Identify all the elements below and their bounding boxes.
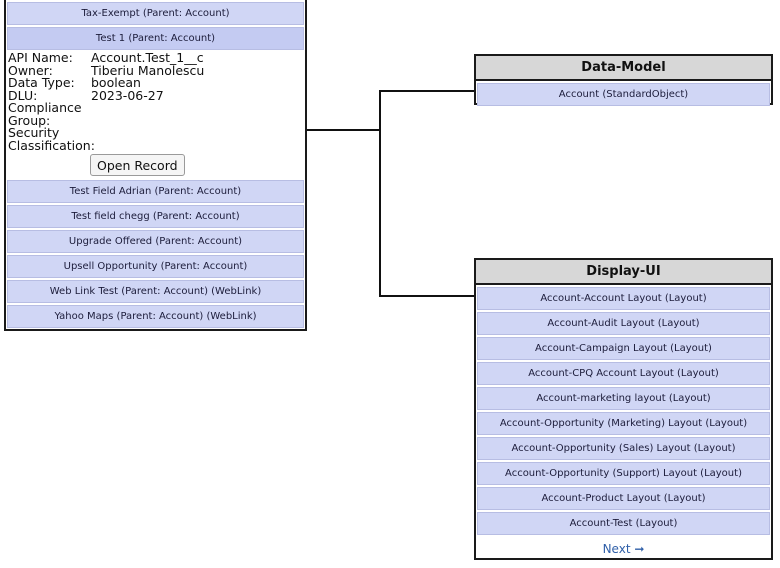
field-item-test-1[interactable]: Test 1 (Parent: Account) xyxy=(7,27,304,50)
data-model-panel: Data-Model Account (StandardObject) xyxy=(474,54,773,106)
detail-row-compliance: Compliance xyxy=(8,100,303,115)
detail-key: Data Type: xyxy=(8,75,75,90)
display-ui-title: Display-UI xyxy=(476,260,771,285)
detail-value xyxy=(91,115,303,128)
detail-value: 2023-06-27 xyxy=(91,87,164,103)
detail-key: Group: xyxy=(8,112,51,128)
detail-value: boolean xyxy=(91,75,141,90)
layout-item-account-campaign[interactable]: Account-Campaign Layout (Layout) xyxy=(477,337,770,360)
left-field-panel: Tax-Exempt (Parent: Account) Test 1 (Par… xyxy=(4,0,307,331)
layout-item-opportunity-marketing[interactable]: Account-Opportunity (Marketing) Layout (… xyxy=(477,412,770,435)
detail-key: Security xyxy=(8,125,60,140)
detail-row-classification: Classification: xyxy=(8,137,303,153)
detail-row-group: Group: xyxy=(8,112,303,128)
data-model-title: Data-Model xyxy=(476,56,771,81)
layout-item-account-cpq[interactable]: Account-CPQ Account Layout (Layout) xyxy=(477,362,770,385)
detail-key: Owner: xyxy=(8,62,53,78)
detail-key: DLU: xyxy=(8,87,38,103)
detail-row-security: Security xyxy=(8,125,303,140)
detail-value xyxy=(91,102,303,115)
field-item-tax-exempt[interactable]: Tax-Exempt (Parent: Account) xyxy=(7,2,304,25)
detail-row-api-name: API Name: Account.Test_1__c xyxy=(8,50,303,65)
detail-row-data-type: Data Type: boolean xyxy=(8,75,303,90)
detail-key: Classification: xyxy=(8,137,95,153)
detail-row-owner: Owner: Tiberiu Manolescu xyxy=(8,62,303,78)
layout-item-account-marketing[interactable]: Account-marketing layout (Layout) xyxy=(477,387,770,410)
connector-to-data-model xyxy=(379,90,474,92)
detail-value: Account.Test_1__c xyxy=(91,50,204,65)
field-item-upsell-opportunity[interactable]: Upsell Opportunity (Parent: Account) xyxy=(7,255,304,278)
connector-vertical xyxy=(379,90,381,297)
layout-item-account-product[interactable]: Account-Product Layout (Layout) xyxy=(477,487,770,510)
data-model-item-account[interactable]: Account (StandardObject) xyxy=(477,83,770,106)
layout-item-account-audit[interactable]: Account-Audit Layout (Layout) xyxy=(477,312,770,335)
field-details: API Name: Account.Test_1__c Owner: Tiber… xyxy=(6,50,305,178)
next-page-link[interactable]: Next ➞ xyxy=(602,542,645,556)
detail-key: API Name: xyxy=(8,50,73,65)
layout-item-account-test[interactable]: Account-Test (Layout) xyxy=(477,512,770,535)
open-record-wrap: Open Record xyxy=(8,152,303,178)
layout-item-opportunity-sales[interactable]: Account-Opportunity (Sales) Layout (Layo… xyxy=(477,437,770,460)
detail-row-dlu: DLU: 2023-06-27 xyxy=(8,87,303,103)
field-item-test-field-chegg[interactable]: Test field chegg (Parent: Account) xyxy=(7,205,304,228)
connector-horizontal-left xyxy=(307,129,380,131)
field-item-yahoo-maps[interactable]: Yahoo Maps (Parent: Account) (WebLink) xyxy=(7,305,304,328)
layout-item-opportunity-support[interactable]: Account-Opportunity (Support) Layout (La… xyxy=(477,462,770,485)
field-item-test-field-adrian[interactable]: Test Field Adrian (Parent: Account) xyxy=(7,180,304,203)
field-item-upgrade-offered[interactable]: Upgrade Offered (Parent: Account) xyxy=(7,230,304,253)
layout-item-account-account[interactable]: Account-Account Layout (Layout) xyxy=(477,287,770,310)
display-ui-panel: Display-UI Account-Account Layout (Layou… xyxy=(474,258,773,560)
detail-key: Compliance xyxy=(8,100,82,115)
connector-to-display-ui xyxy=(379,295,474,297)
open-record-button[interactable]: Open Record xyxy=(90,154,185,176)
detail-value xyxy=(91,140,303,153)
field-item-web-link-test[interactable]: Web Link Test (Parent: Account) (WebLink… xyxy=(7,280,304,303)
detail-value: Tiberiu Manolescu xyxy=(91,62,205,78)
detail-value xyxy=(91,127,303,140)
